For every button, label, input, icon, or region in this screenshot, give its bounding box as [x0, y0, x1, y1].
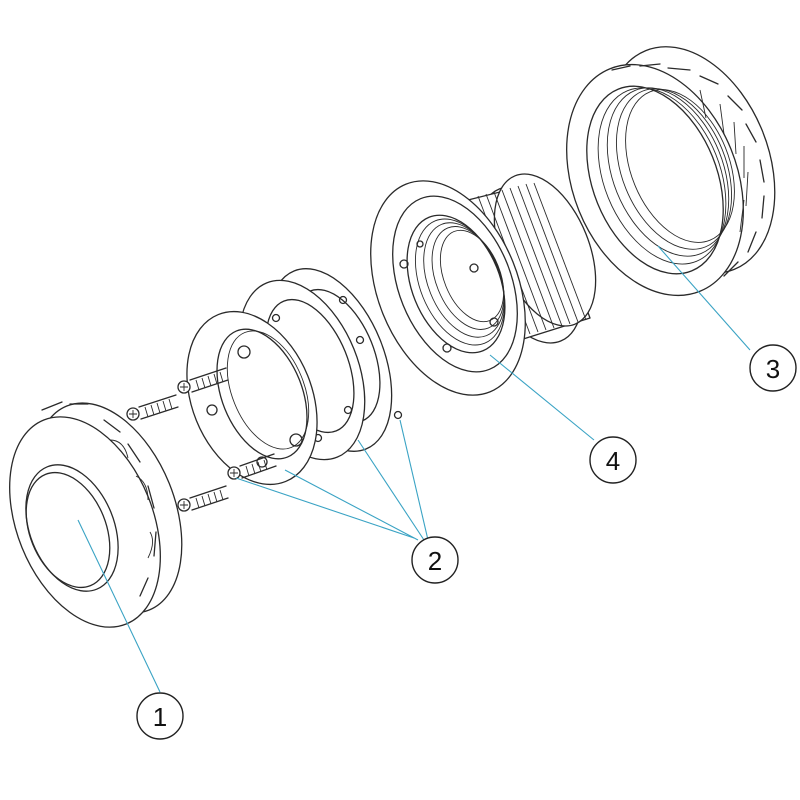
callout-label-3: 3	[766, 354, 780, 384]
leader-line-1	[77, 519, 161, 693]
callout-label-1: 1	[153, 702, 167, 732]
callout-2: 2	[411, 536, 459, 584]
part-3-locking-nut	[566, 46, 776, 297]
leader-line-4	[489, 354, 595, 441]
callout-label-4: 4	[606, 446, 620, 476]
callout-3: 3	[749, 344, 797, 392]
leader-lines	[77, 245, 751, 693]
part-1-cover-cap	[9, 401, 183, 628]
part-2-gasket-set	[126, 268, 403, 512]
leader-line-3	[657, 245, 751, 351]
callout-1: 1	[136, 692, 184, 740]
screw	[177, 367, 229, 394]
leader-line-2d	[399, 419, 429, 541]
callout-label-2: 2	[428, 546, 442, 576]
leader-line-2c	[357, 439, 425, 541]
screw	[126, 394, 179, 421]
screw	[177, 485, 229, 512]
callout-4: 4	[589, 436, 637, 484]
leader-line-2b	[284, 469, 419, 541]
part-4-threaded-flange	[370, 173, 597, 396]
leader-line-2a	[235, 477, 415, 539]
screw	[227, 453, 277, 480]
